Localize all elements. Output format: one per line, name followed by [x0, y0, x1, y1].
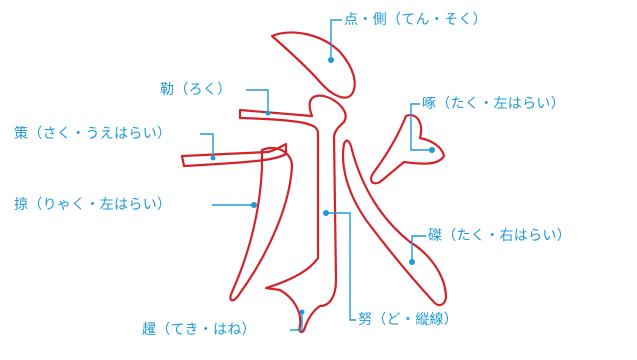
stroke-taku-short — [370, 114, 446, 185]
stroke-taku-long — [341, 139, 448, 307]
anchor-taku-short — [429, 147, 435, 153]
leader-saku — [200, 133, 214, 158]
anchor-taku-long — [409, 259, 415, 265]
leader-teki — [290, 312, 303, 331]
label-ten: 点・側（てん・そく） — [344, 12, 487, 28]
label-teki: 趯（てき・はね） — [142, 322, 256, 338]
label-roku: 勒（ろく） — [160, 82, 232, 98]
stroke-roku-do-teki — [238, 94, 347, 334]
anchor-saku — [210, 155, 216, 161]
leader-do — [326, 212, 356, 321]
label-saku: 策（さく・うえはらい） — [14, 126, 172, 142]
label-taku-short: 啄（たく・左はらい） — [422, 96, 565, 112]
leader-taku-short — [410, 103, 432, 151]
label-taku-long: 磔（たく・右はらい） — [428, 228, 571, 244]
leader-ten — [330, 19, 342, 60]
stroke-ten — [270, 31, 356, 99]
leader-taku-long — [411, 235, 426, 262]
label-ryaku: 掠（りゃく・左はらい） — [14, 197, 172, 213]
leader-roku — [246, 89, 269, 113]
anchor-do — [323, 210, 329, 216]
anchor-ten — [328, 57, 334, 63]
anchor-teki — [299, 309, 305, 315]
anchor-ryaku — [251, 202, 257, 208]
anchor-roku — [265, 110, 271, 116]
label-do: 努（ど・縦線） — [358, 312, 459, 328]
stroke-ryaku — [229, 146, 294, 302]
